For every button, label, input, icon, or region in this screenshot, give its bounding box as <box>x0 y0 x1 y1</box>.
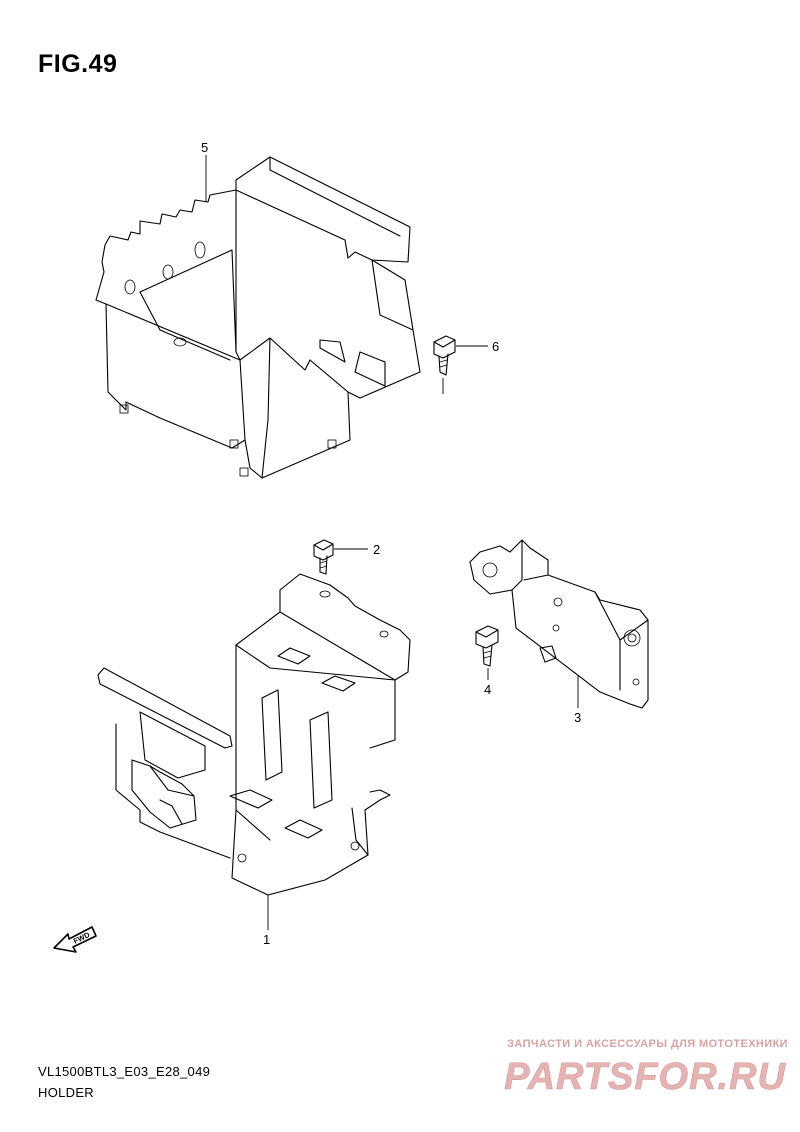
watermark-tagline: ЗАПЧАСТИ И АКСЕССУАРЫ ДЛЯ МОТОТЕХНИКИ <box>507 1038 788 1050</box>
callout-label-2[interactable]: 2 <box>373 542 380 557</box>
model-code: VL1500BTL3_E03_E28_049 <box>38 1064 211 1079</box>
part-name: HOLDER <box>38 1085 94 1100</box>
watermark-logo: PARTSFOR.RU <box>504 1056 786 1099</box>
callout-label-4[interactable]: 4 <box>484 682 491 697</box>
callout-label-6[interactable]: 6 <box>492 339 499 354</box>
callout-label-3[interactable]: 3 <box>574 710 581 725</box>
watermark: ЗАПЧАСТИ И АКСЕССУАРЫ ДЛЯ МОТОТЕХНИКИ PA… <box>488 1038 788 1102</box>
callout-label-1[interactable]: 1 <box>263 932 270 947</box>
figure-title: FIG.49 <box>38 50 118 78</box>
battery-box-part-5[interactable] <box>95 156 421 479</box>
holder-bracket-part-1[interactable] <box>97 573 411 896</box>
bracket-part-3[interactable] <box>469 539 649 709</box>
callout-label-5[interactable]: 5 <box>201 140 208 155</box>
bolt-part-2[interactable] <box>313 539 334 575</box>
bolt-part-4[interactable] <box>475 625 499 667</box>
bolt-part-6[interactable] <box>433 335 456 376</box>
fwd-arrow-icon: FWD <box>53 926 97 953</box>
watermark-logo-text: PARTSFOR.RU <box>504 1056 786 1097</box>
